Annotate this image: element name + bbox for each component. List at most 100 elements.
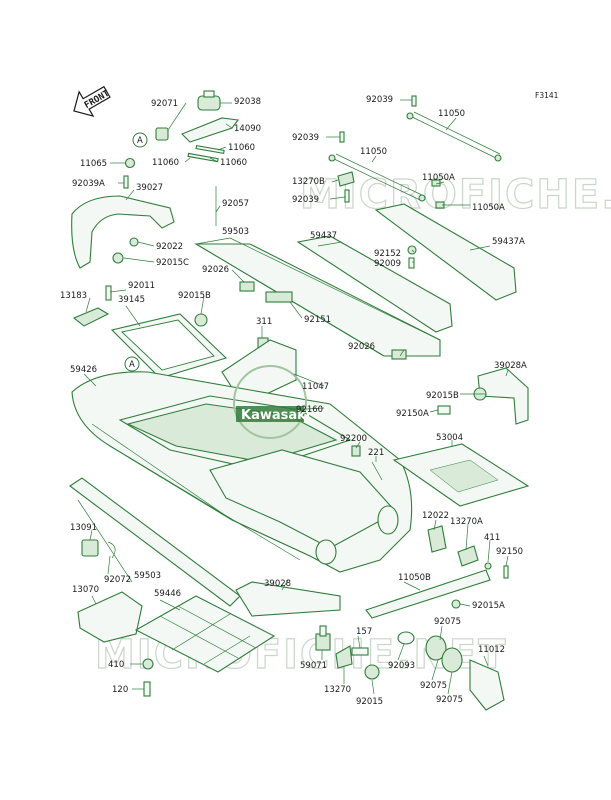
label-92015: 92015 (356, 697, 383, 707)
hull-59426 (71, 371, 413, 573)
label-11050: 11050 (438, 109, 465, 119)
label-59446: 59446 (154, 589, 181, 599)
grate-59446 (134, 595, 276, 673)
label-92026: 92026 (348, 342, 375, 352)
label-59437A: 59437A (492, 237, 525, 247)
washer-410 (142, 658, 154, 670)
bolt-120 (143, 681, 151, 697)
label-92075: 92075 (434, 617, 461, 627)
pad-92026b (391, 349, 407, 360)
label-11012: 11012 (478, 645, 505, 655)
rail-59437 (296, 235, 453, 333)
bolt-92150 (503, 565, 509, 579)
label-120: 120 (112, 685, 128, 695)
label-11050: 11050 (360, 147, 387, 157)
label-13183: 13183 (60, 291, 87, 301)
intake-13070 (77, 591, 143, 643)
label-92200: 92200 (340, 434, 367, 444)
label-59503: 59503 (134, 571, 161, 581)
bolt-221 (371, 461, 383, 481)
strap-92072 (107, 541, 116, 559)
label-157: 157 (356, 627, 372, 637)
strip-11050B (365, 569, 491, 619)
label-13270A: 13270A (450, 517, 483, 527)
nozzle-11012 (469, 659, 505, 711)
label-311: 311 (256, 317, 272, 327)
label-92039: 92039 (292, 133, 319, 143)
label-11050A: 11050A (472, 203, 505, 213)
label-92015B: 92015B (426, 391, 459, 401)
strips-11060 (187, 144, 225, 163)
cap-13091 (81, 539, 99, 557)
pin-157 (351, 647, 369, 656)
rail-39028 (235, 581, 341, 617)
cap-92015 (364, 664, 380, 680)
cover-14090 (181, 117, 240, 143)
bolt-92039-low (344, 189, 350, 203)
cable-11050-mid (328, 153, 426, 202)
label-92039: 92039 (292, 195, 319, 205)
label-92015A: 92015A (472, 601, 505, 611)
washer-92022 (129, 237, 139, 247)
frame-39145 (110, 313, 228, 379)
ref-a-hull: A (129, 360, 135, 370)
label-59437: 59437 (310, 231, 337, 241)
cap-92015A (451, 599, 461, 609)
label-92150: 92150 (496, 547, 523, 557)
bolt-92039-top (411, 95, 417, 107)
label-410: 410 (108, 660, 124, 670)
label-92057: 92057 (222, 199, 249, 209)
bolt-92039A (123, 175, 129, 189)
label-11050A: 11050A (422, 173, 455, 183)
label-92015B: 92015B (178, 291, 211, 301)
mat-53004 (392, 443, 530, 507)
cap-92015C (112, 252, 124, 264)
grommet-11065 (124, 157, 136, 169)
label-59503: 59503 (222, 227, 249, 237)
pad-92151 (265, 291, 293, 303)
label-92093: 92093 (388, 661, 415, 671)
leader-lines (77, 99, 509, 695)
kawasaki-logo: Kawasaki (233, 365, 310, 439)
label-39028: 39028 (264, 579, 291, 589)
label-11065: 11065 (80, 159, 107, 169)
label-221: 221 (368, 448, 384, 458)
logo-text: Kawasaki (241, 408, 310, 423)
label-92009: 92009 (374, 259, 401, 269)
clip-13270B (337, 171, 355, 187)
label-13270B: 13270B (292, 177, 325, 187)
label-92160: 92160 (296, 405, 323, 415)
bolt-92011 (105, 285, 112, 301)
plate-12022 (427, 525, 447, 553)
plate-13183 (72, 307, 110, 327)
label-39028A: 39028A (494, 361, 527, 371)
bolt-92039-mid (339, 131, 345, 143)
washer-411 (484, 562, 492, 570)
label-53004: 53004 (436, 433, 463, 443)
label-59071: 59071 (300, 661, 327, 671)
cap-92015B (194, 313, 208, 327)
plug-92071 (132, 127, 169, 148)
label-11050B: 11050B (398, 573, 431, 583)
cable-11050-top (406, 111, 502, 162)
front-arrow: FRONT (73, 85, 112, 118)
label-92022: 92022 (156, 242, 183, 252)
label-92152: 92152 (374, 249, 401, 259)
label-92075: 92075 (436, 695, 463, 705)
cap-92038 (197, 90, 221, 111)
label-14090: 14090 (234, 124, 261, 134)
fitting-59071 (315, 625, 331, 651)
label-92071: 92071 (151, 99, 178, 109)
label-11047: 11047 (302, 382, 329, 392)
label-92151: 92151 (304, 315, 331, 325)
label-13270: 13270 (324, 685, 351, 695)
label-92011: 92011 (128, 281, 155, 291)
label-92039: 92039 (366, 95, 393, 105)
label-92072: 92072 (104, 575, 131, 585)
label-11060: 11060 (220, 158, 247, 168)
diagram-code: F3141 (535, 91, 559, 100)
part-labels: 92071 92038 14090 11060 11060 11060 1106… (60, 95, 527, 707)
label-11060: 11060 (228, 143, 255, 153)
label-12022: 12022 (422, 511, 449, 521)
bolt-92009 (408, 257, 415, 269)
